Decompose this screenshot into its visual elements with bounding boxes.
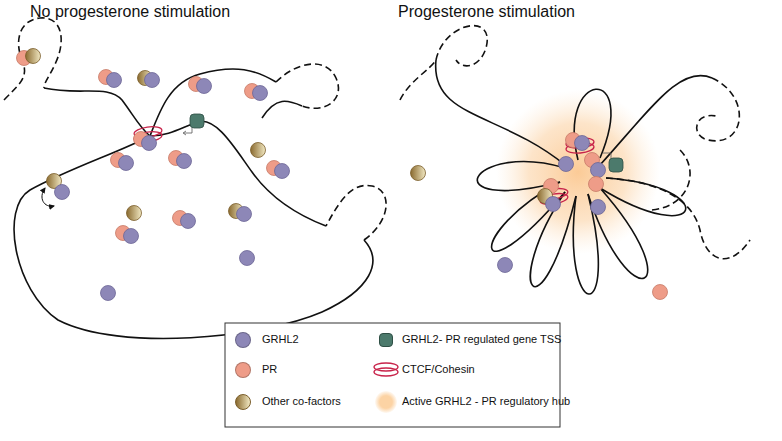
protein-circles-left [237, 207, 252, 222]
protein-circles-left [107, 73, 122, 88]
gene-tss [609, 158, 623, 172]
chromatin-fiber-right [588, 188, 648, 279]
chromatin-fiber-left [150, 121, 326, 226]
protein-circles-left [55, 185, 70, 200]
protein-circles-right [653, 285, 668, 300]
protein-circles-right [411, 133, 668, 300]
chromatin-fiber-left [150, 69, 276, 136]
protein-circles-left [177, 154, 192, 169]
legend-text: GRHL2 [262, 333, 299, 346]
regulatory-hub-glow [496, 90, 660, 254]
chromatin-fiber-right [400, 60, 436, 100]
legend-swatch [235, 362, 251, 378]
panel-title: No progesterone stimulation [30, 3, 230, 21]
protein-circles-left [101, 286, 116, 301]
chromatin-fiber-right [600, 75, 712, 165]
protein-circles-right [498, 258, 513, 273]
protein-circles-right [411, 166, 426, 181]
chromatin-fiber-right [436, 26, 487, 66]
protein-circles-left [119, 156, 134, 171]
chromatin-fiber-right [436, 60, 565, 165]
gene-tss [190, 114, 204, 128]
legend-text: PR [262, 363, 277, 376]
protein-circles-left [124, 229, 139, 244]
chromatin-fiber-right [697, 78, 740, 141]
legend-text: Active GRHL2 - PR regulatory hub [402, 395, 570, 408]
chromatin-fiber-left [262, 101, 302, 118]
cohesin-ring-symbol [374, 368, 398, 376]
protein-circles-right [589, 177, 604, 192]
gene-tss [184, 128, 192, 133]
chromatin-fiber-left [4, 18, 61, 100]
protein-circles-left [127, 206, 142, 221]
chromatin-fiber-left [44, 88, 150, 136]
protein-circles-left [145, 73, 160, 88]
protein-circles-right [575, 136, 590, 151]
gene-tss [183, 131, 186, 135]
protein-circles-left [197, 79, 212, 94]
protein-circles-left [181, 214, 196, 229]
panel-title: Progesterone stimulation [398, 3, 575, 21]
protein-circles-right [591, 200, 606, 215]
chromatin-fiber-left [14, 136, 373, 339]
protein-circles-left [251, 143, 266, 158]
chromatin-fiber-right [530, 192, 576, 287]
protein-circles-right [591, 163, 606, 178]
protein-circles-right [546, 197, 561, 212]
regulatory-hub-glow [496, 90, 660, 254]
legend-swatch [371, 361, 401, 379]
protein-circles-left [26, 49, 41, 64]
chromatin-fiber-left [4, 18, 386, 339]
protein-circles-right [559, 157, 574, 172]
protein-circles-left [142, 136, 157, 151]
chromatin-fiber-left [326, 185, 386, 240]
chromatin-fiber-right [606, 178, 750, 259]
chromatin-fiber-right [400, 26, 750, 294]
exchange-arrow [42, 188, 54, 206]
protein-circles-left [275, 164, 290, 179]
protein-circles-left [253, 86, 268, 101]
legend-swatch [375, 391, 397, 413]
legend-swatch [235, 332, 251, 348]
legend-text: CTCF/Cohesin [402, 363, 475, 376]
gene-tss [603, 153, 611, 158]
exchange-arrow [42, 188, 54, 206]
gene-tss [603, 153, 623, 172]
gene-tss [183, 114, 204, 135]
legend-text: GRHL2- PR regulated gene TSS [402, 333, 561, 346]
protein-circles-left [17, 49, 290, 301]
chromatin-fiber-right [652, 150, 690, 210]
legend-text: Other co-factors [262, 395, 341, 408]
protein-circles-left [240, 251, 255, 266]
legend-swatch [235, 394, 251, 410]
legend-swatch [379, 333, 393, 347]
